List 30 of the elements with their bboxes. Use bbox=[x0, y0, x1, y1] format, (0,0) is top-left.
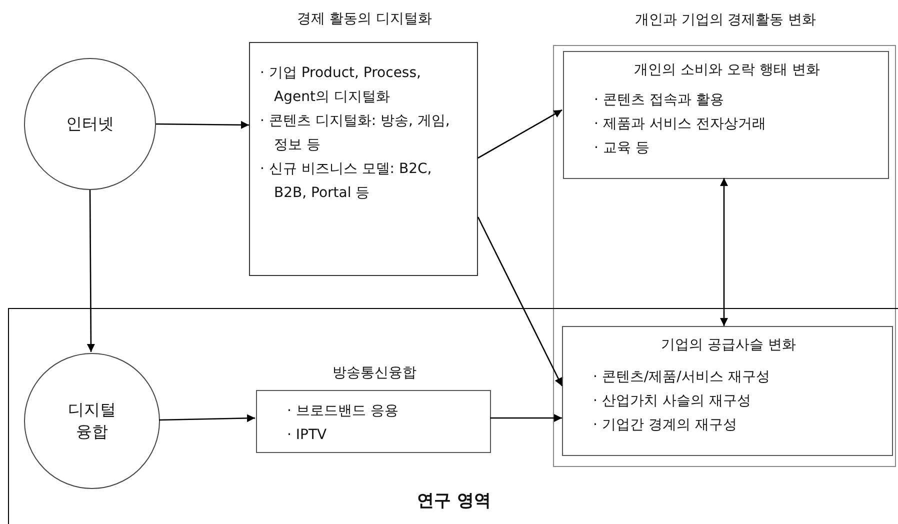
bullet-item: · 제품과 서비스 전자상거래 bbox=[594, 115, 767, 134]
circle-node bbox=[24, 353, 160, 489]
process-box bbox=[562, 326, 893, 456]
arrow bbox=[158, 414, 256, 422]
node-label: 인터넷 bbox=[65, 113, 115, 135]
bullet-item: · 브로드밴드 응용 bbox=[287, 402, 400, 421]
node-title: 개인의 소비와 오락 행태 변화 bbox=[633, 61, 821, 80]
bullet-item: · 기업 Product, Process, Agent의 디지털화 bbox=[260, 64, 422, 107]
arrow bbox=[490, 414, 562, 422]
circle-node bbox=[24, 58, 156, 190]
arrow bbox=[478, 109, 562, 159]
node-title: 연구 영역 bbox=[416, 490, 492, 513]
bullet-item: · 교육 등 bbox=[594, 139, 650, 158]
node-title: 개인과 기업의 경제활동 변화 bbox=[634, 11, 818, 30]
bullet-item: · 산업가치 사슬의 재구성 bbox=[593, 392, 752, 411]
arrow bbox=[156, 120, 249, 129]
arrow bbox=[720, 178, 728, 326]
node-title: 기업의 공급사슬 변화 bbox=[660, 336, 797, 355]
node-title: 경제 활동의 디지털화 bbox=[296, 10, 433, 29]
bullet-item: · 콘텐츠/제품/서비스 재구성 bbox=[593, 368, 771, 387]
node-label: 디지털 융합 bbox=[67, 399, 117, 443]
bullet-item: · 콘텐츠 접속과 활용 bbox=[594, 91, 725, 110]
process-box bbox=[563, 51, 889, 179]
bullet-item: · 콘텐츠 디지털화: 방송, 게임, 정보 등 bbox=[260, 112, 451, 155]
bullet-item: · IPTV bbox=[287, 426, 328, 445]
arrow bbox=[86, 190, 95, 352]
node-title: 방송통신융합 bbox=[332, 364, 418, 383]
bullet-item: · 신규 비즈니스 모델: B2C, B2B, Portal 등 bbox=[260, 160, 433, 203]
arrow bbox=[477, 216, 563, 386]
bullet-item: · 기업간 경계의 재구성 bbox=[593, 416, 738, 435]
